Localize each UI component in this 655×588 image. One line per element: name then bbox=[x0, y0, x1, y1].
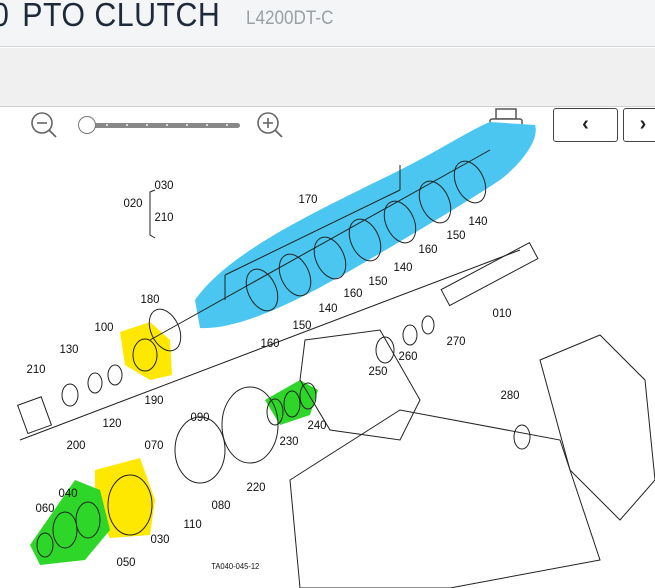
callout-label[interactable]: 110 bbox=[183, 517, 202, 531]
callout-label[interactable]: 130 bbox=[59, 342, 79, 356]
callout-label[interactable]: 150 bbox=[368, 274, 388, 288]
callout-label[interactable]: 210 bbox=[154, 210, 174, 224]
callout-label[interactable]: 090 bbox=[190, 410, 210, 424]
callout-label[interactable]: 010 bbox=[492, 306, 512, 320]
callout-label[interactable]: 140 bbox=[318, 301, 338, 315]
highlight-snap-ring bbox=[120, 322, 172, 380]
exploded-view-drawing bbox=[17, 122, 655, 588]
callout-label[interactable]: 160 bbox=[260, 336, 280, 350]
callout-label[interactable]: 170 bbox=[298, 192, 318, 206]
highlight-housing-rings bbox=[30, 480, 110, 565]
callout-label[interactable]: 200 bbox=[66, 438, 86, 452]
page-header: 0PTO CLUTCH L4200DT-C bbox=[0, 0, 655, 47]
callout-label[interactable]: 020 bbox=[123, 196, 143, 210]
zoom-slider-thumb[interactable] bbox=[78, 116, 96, 134]
callout-label[interactable]: 050 bbox=[116, 555, 136, 569]
zoom-out-icon[interactable] bbox=[28, 110, 62, 140]
toolbar: ‹ › bbox=[0, 48, 655, 145]
callout-label[interactable]: 120 bbox=[102, 416, 122, 430]
callout-label[interactable]: 280 bbox=[500, 388, 520, 402]
callout-label[interactable]: 210 bbox=[26, 362, 46, 376]
callout-label[interactable]: 240 bbox=[307, 418, 327, 432]
zoom-in-icon[interactable] bbox=[254, 110, 288, 140]
callout-label[interactable]: 160 bbox=[343, 286, 363, 300]
callout-label[interactable]: 220 bbox=[246, 480, 266, 494]
callout-label[interactable]: 030 bbox=[154, 178, 174, 192]
model-number: L4200DT-C bbox=[246, 8, 334, 29]
callout-label[interactable]: 270 bbox=[446, 334, 466, 348]
callout-label[interactable]: 150 bbox=[292, 318, 312, 332]
callout-label[interactable]: 180 bbox=[140, 292, 160, 306]
zoom-slider[interactable] bbox=[78, 116, 242, 136]
page-title: 0PTO CLUTCH bbox=[0, 0, 221, 33]
figure-code: TA040-045-12 bbox=[211, 562, 260, 571]
parts-diagram: 020 030 210 170 140 150 160 140 150 160 … bbox=[0, 108, 655, 588]
callout-label[interactable]: 070 bbox=[144, 438, 164, 452]
callout-label[interactable]: 150 bbox=[446, 228, 466, 242]
callout-label[interactable]: 250 bbox=[368, 364, 388, 378]
previous-button[interactable]: ‹ bbox=[553, 108, 618, 142]
callout-label[interactable]: 230 bbox=[279, 434, 299, 448]
callout-label[interactable]: 190 bbox=[144, 393, 164, 407]
highlight-seal-rings bbox=[265, 380, 318, 425]
callout-label[interactable]: 100 bbox=[94, 320, 114, 334]
callout-label[interactable]: 040 bbox=[58, 486, 78, 500]
callout-label[interactable]: 080 bbox=[211, 498, 231, 512]
callout-label[interactable]: 060 bbox=[35, 501, 55, 515]
next-button[interactable]: › bbox=[623, 108, 655, 142]
callout-label[interactable]: 260 bbox=[398, 349, 418, 363]
callout-label[interactable]: 140 bbox=[468, 214, 488, 228]
callout-label[interactable]: 140 bbox=[393, 260, 413, 274]
callout-label[interactable]: 030 bbox=[150, 532, 170, 546]
callout-label[interactable]: 160 bbox=[418, 242, 438, 256]
